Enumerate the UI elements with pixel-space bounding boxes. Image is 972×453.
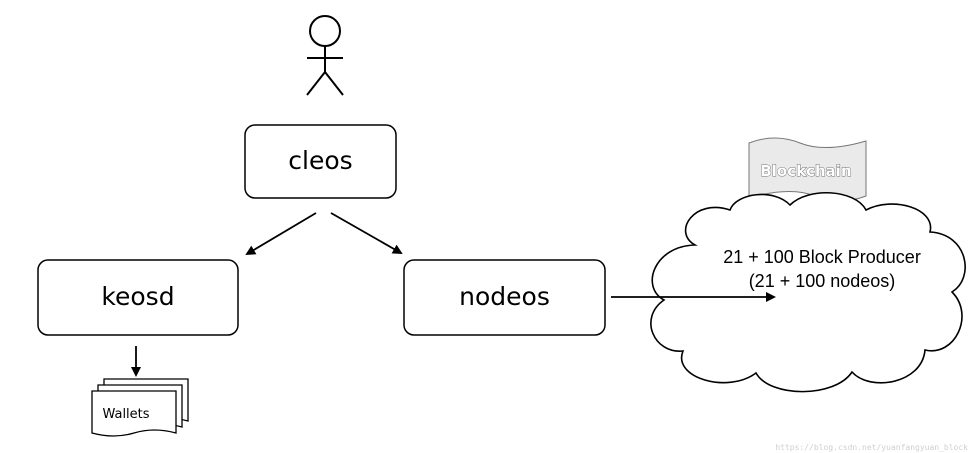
watermark-text: https://blog.csdn.net/yuanfangyuan_block bbox=[775, 443, 968, 452]
cloud-label-line1: 21 + 100 Block Producer bbox=[723, 247, 921, 267]
cleos-node: cleos bbox=[244, 124, 397, 199]
keosd-box bbox=[37, 259, 239, 336]
nodeos-label: nodeos bbox=[459, 282, 550, 311]
blockchain-banner-label: Blockchain bbox=[760, 162, 851, 180]
nodeos-node: nodeos bbox=[403, 259, 606, 336]
arrow-cleos-to-nodeos bbox=[330, 212, 403, 254]
block-producer-cloud-icon bbox=[650, 192, 966, 393]
cloud-label-line2: (21 + 100 nodeos) bbox=[749, 271, 896, 291]
keosd-node: keosd bbox=[37, 259, 239, 336]
cleos-box bbox=[244, 124, 397, 199]
blockchain-banner-flag-icon: Blockchain bbox=[748, 137, 867, 202]
user-stick-figure-icon bbox=[306, 15, 344, 96]
nodeos-box bbox=[403, 259, 606, 336]
keosd-label: keosd bbox=[101, 282, 174, 311]
wallets-label: Wallets bbox=[102, 407, 149, 422]
arrow-cleos-to-keosd bbox=[245, 212, 317, 256]
cleos-label: cleos bbox=[288, 146, 352, 175]
wallets-stacked-documents-icon bbox=[91, 378, 189, 437]
